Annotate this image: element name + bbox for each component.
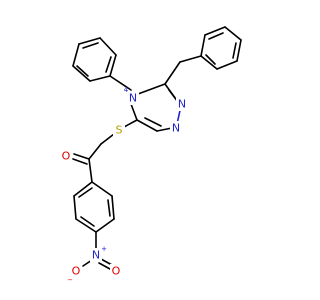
ch2-carbonyl-bond — [88, 143, 102, 160]
svg-text:−: − — [67, 276, 73, 284]
benzyl-ch2-bond-1 — [179, 55, 202, 63]
structure-canvas: N 4 N N S O N + O − O — [60, 26, 242, 284]
atom-nitro-oxygen: O — [110, 264, 122, 278]
s-ch2-bond — [100, 133, 115, 145]
atom-sulfur: S — [113, 123, 125, 137]
triazole-s-bond — [123, 119, 138, 128]
benzyl-ch2-bond-2 — [164, 61, 181, 85]
svg-text:4: 4 — [124, 86, 129, 94]
atom-nitro-oxygen-minus: O − — [67, 264, 82, 284]
molecule-drawing: N 4 N N S O N + O − O — [60, 26, 242, 284]
atom-n4: N 4 — [124, 86, 139, 105]
svg-text:N: N — [92, 249, 100, 262]
atom-nitro-nitrogen: N + — [90, 245, 107, 262]
nitrophenyl-ring — [73, 181, 115, 233]
svg-text:O: O — [62, 150, 71, 163]
svg-text:S: S — [116, 124, 123, 137]
svg-text:O: O — [112, 265, 121, 278]
n-phenyl-ring — [72, 37, 117, 82]
svg-text:N: N — [129, 92, 137, 105]
carbonyl-aryl-bond — [88, 158, 93, 183]
n-phenyl-bond — [109, 75, 132, 91]
nitro-double-bond-2 — [98, 262, 111, 270]
carbonyl-double-bond-1 — [73, 153, 90, 160]
atom-n1: N — [176, 97, 188, 111]
atom-n2: N — [170, 121, 182, 135]
svg-text:+: + — [101, 245, 107, 253]
carbonyl-double-bond-2 — [72, 158, 88, 165]
svg-text:N: N — [172, 122, 180, 135]
benzyl-phenyl-ring — [200, 26, 242, 70]
svg-text:O: O — [72, 265, 81, 278]
atom-carbonyl-oxygen: O — [60, 149, 72, 163]
svg-text:N: N — [178, 98, 186, 111]
triazole-ring — [130, 83, 182, 132]
